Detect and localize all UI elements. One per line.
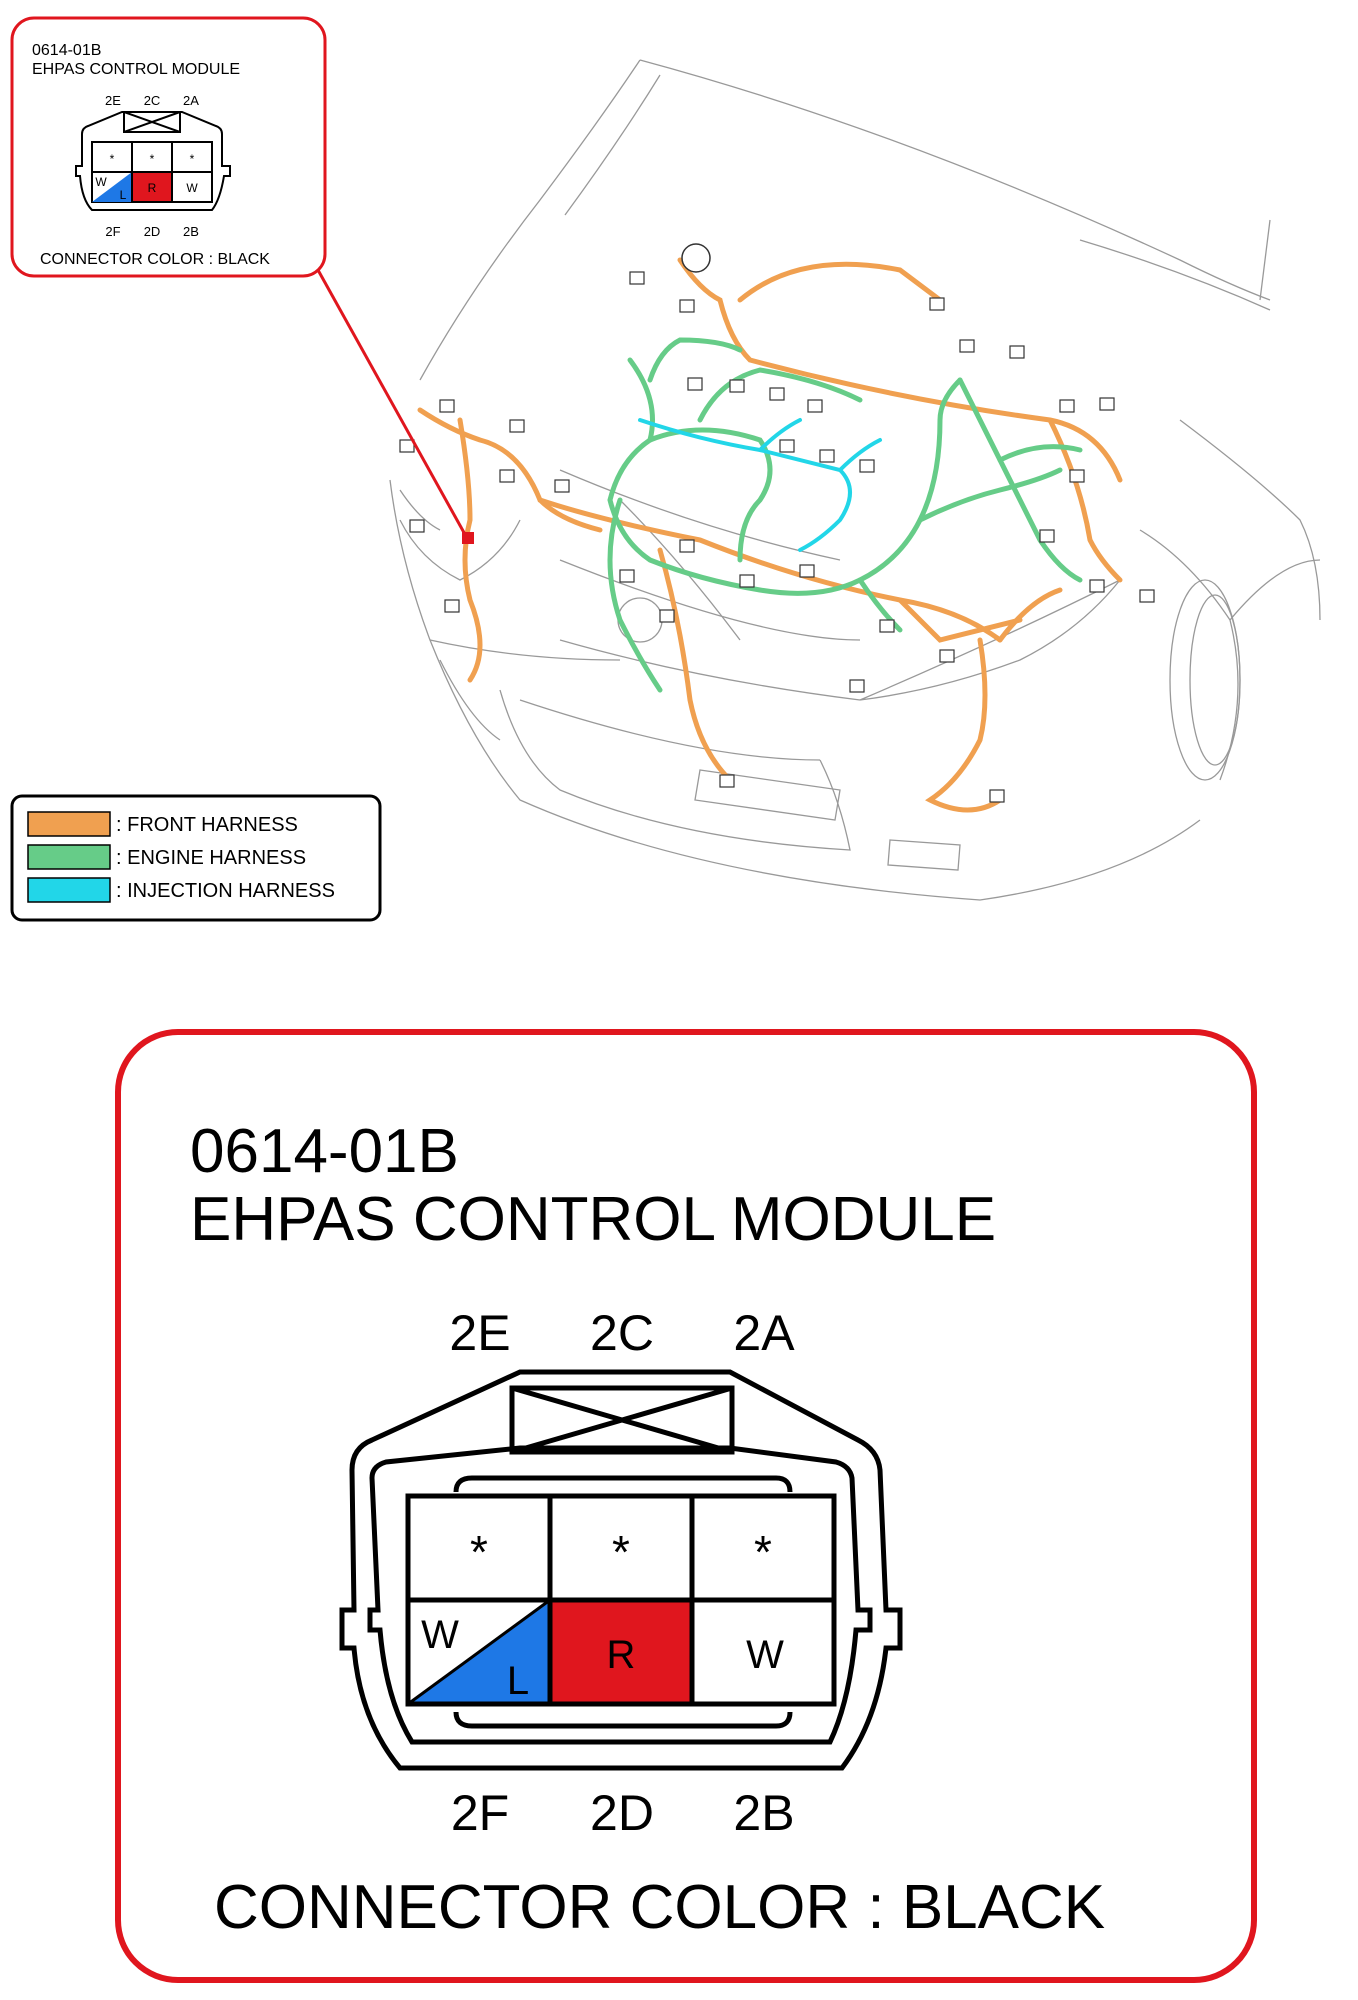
detail-cell-2f-lower: L bbox=[507, 1659, 529, 1703]
engine-harness-wires bbox=[607, 337, 1083, 693]
detail-frame bbox=[115, 1029, 1257, 1983]
detail-connector-color: CONNECTOR COLOR : BLACK bbox=[214, 1873, 1105, 1942]
callout-target-marker bbox=[462, 532, 474, 544]
harness-legend: : FRONT HARNESS : ENGINE HARNESS : INJEC… bbox=[10, 794, 382, 922]
inset-pin-label-2f: 2F bbox=[105, 224, 120, 239]
legend-swatch-front-harness bbox=[27, 811, 111, 837]
legend-label-front-harness: : FRONT HARNESS bbox=[116, 814, 298, 836]
inset-pin-label-2a: 2A bbox=[183, 93, 199, 108]
callout-leader-line bbox=[316, 269, 469, 539]
inset-pin-label-2d: 2D bbox=[144, 224, 161, 239]
inset-cell-2e: * bbox=[110, 152, 115, 166]
detail-module-name: EHPAS CONTROL MODULE bbox=[190, 1185, 996, 1254]
detail-cell-2a: * bbox=[754, 1526, 772, 1578]
detail-code: 0614-01B bbox=[190, 1117, 459, 1186]
inset-frame bbox=[10, 16, 327, 278]
inset-cell-2f-upper: W bbox=[95, 175, 107, 189]
detail-cell-2d: R bbox=[607, 1633, 636, 1677]
inset-callout: 0614-01B EHPAS CONTROL MODULE 2E 2C 2A 2… bbox=[10, 16, 474, 544]
inset-connector-color: CONNECTOR COLOR : BLACK bbox=[40, 251, 270, 268]
inset-cell-2d: R bbox=[148, 181, 157, 195]
harness-grommet bbox=[681, 243, 711, 273]
detail-cell-2b: W bbox=[746, 1633, 784, 1677]
inset-code: 0614-01B bbox=[32, 42, 101, 59]
detail-pin-grid bbox=[405, 1493, 837, 1707]
legend-swatch-injection-harness bbox=[27, 877, 111, 903]
front-harness-wires bbox=[417, 257, 1123, 813]
injection-harness-wires bbox=[638, 418, 882, 552]
inset-cell-2f-lower: L bbox=[120, 188, 127, 202]
detail-cell-2f-upper: W bbox=[421, 1613, 459, 1657]
inset-cell-2b: W bbox=[186, 181, 198, 195]
detail-pin-2d-red bbox=[550, 1600, 692, 1704]
inset-module-name: EHPAS CONTROL MODULE bbox=[32, 61, 240, 78]
detail-pin-label-2e: 2E bbox=[449, 1305, 510, 1361]
inset-pin-label-2e: 2E bbox=[105, 93, 121, 108]
legend-swatch-engine-harness bbox=[27, 844, 111, 870]
inset-pin-label-2b: 2B bbox=[183, 224, 199, 239]
connector-detail: 0614-01B EHPAS CONTROL MODULE 2E 2C 2A 2… bbox=[115, 1029, 1257, 1983]
detail-cell-2c: * bbox=[612, 1526, 630, 1578]
detail-pin-label-2f: 2F bbox=[451, 1785, 509, 1841]
inset-cell-2a: * bbox=[190, 152, 195, 166]
inset-pin-2d-red bbox=[131, 171, 173, 203]
detail-pin-label-2b: 2B bbox=[733, 1785, 794, 1841]
detail-connector-housing bbox=[339, 1369, 903, 1771]
car-illustration bbox=[389, 59, 1321, 901]
harness-connectors bbox=[399, 271, 1155, 803]
legend-label-engine-harness: : ENGINE HARNESS bbox=[116, 847, 306, 869]
detail-pin-label-2a: 2A bbox=[733, 1305, 795, 1361]
detail-cell-2e: * bbox=[470, 1526, 488, 1578]
detail-pin-label-2c: 2C bbox=[590, 1305, 654, 1361]
detail-pin-label-2d: 2D bbox=[590, 1785, 654, 1841]
inset-pin-2f-blue bbox=[92, 172, 132, 202]
legend-label-injection-harness: : INJECTION HARNESS bbox=[116, 880, 335, 902]
inset-cell-2c: * bbox=[150, 152, 155, 166]
inset-pin-label-2c: 2C bbox=[144, 93, 161, 108]
